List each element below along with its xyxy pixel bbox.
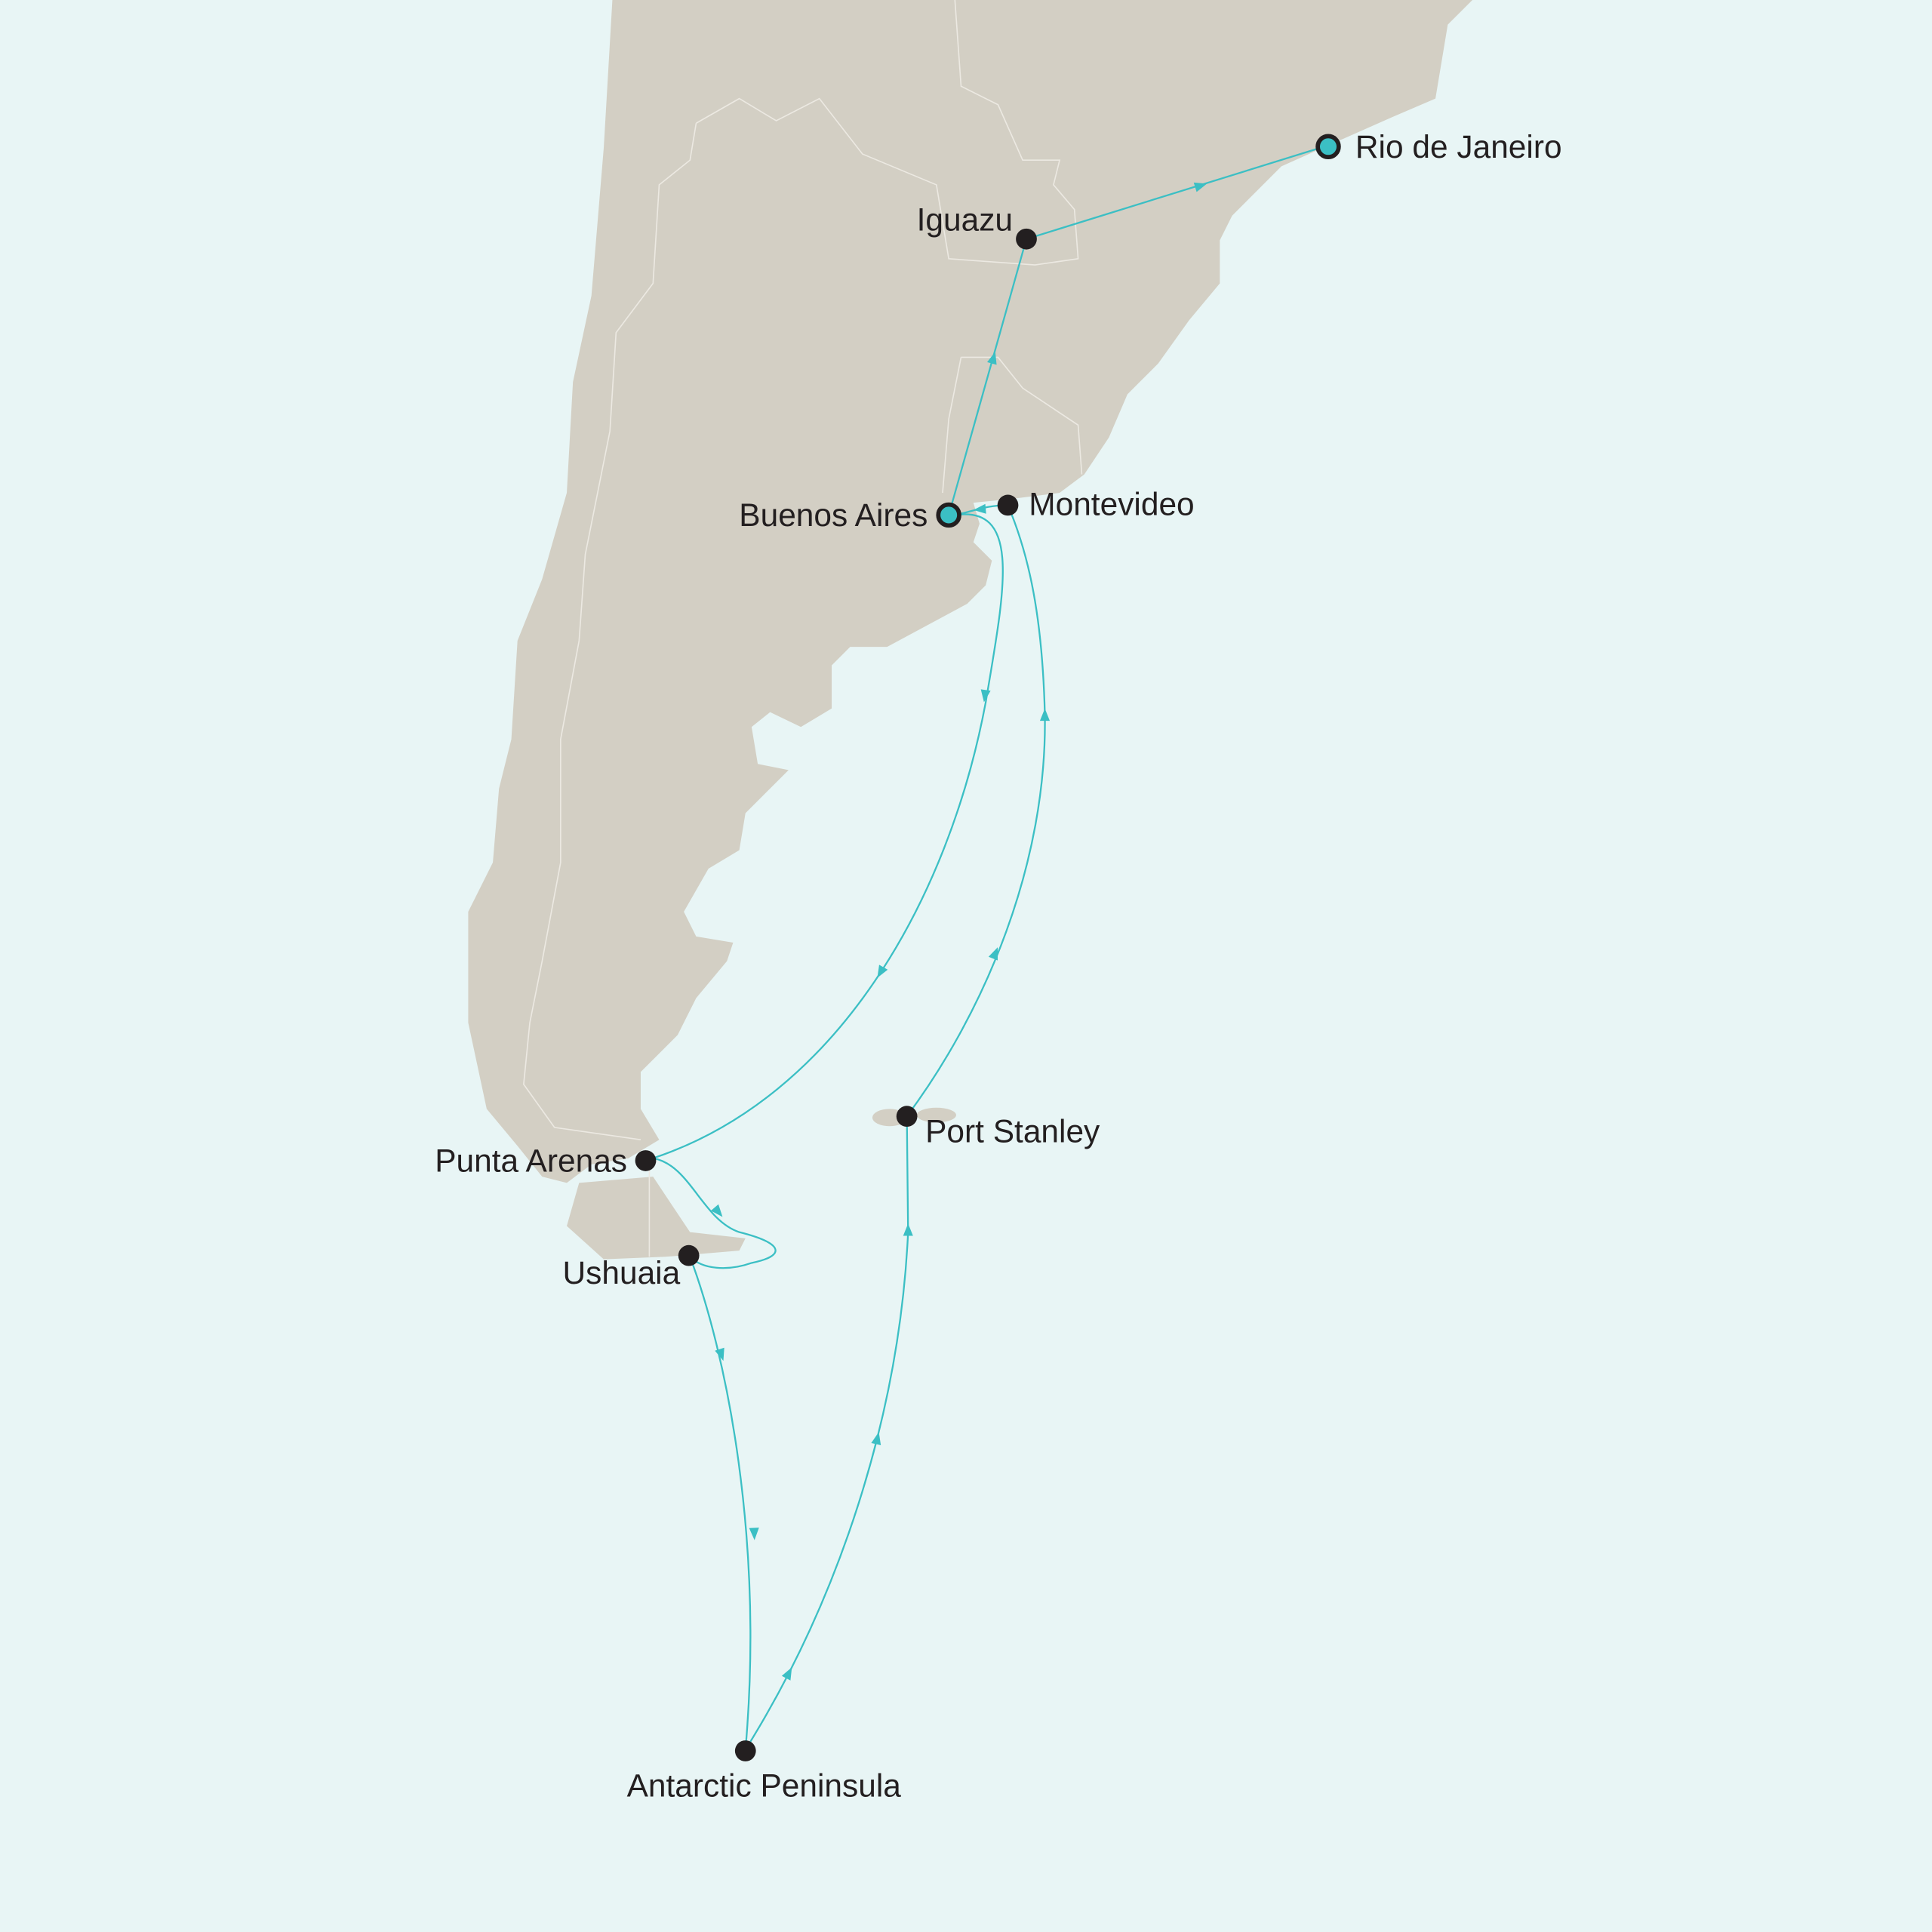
arrow-icon — [871, 1432, 881, 1445]
start-end-marker-icon — [1315, 134, 1341, 160]
stop-marker-icon — [678, 1244, 700, 1266]
arrow-icon — [1039, 708, 1051, 721]
stop-marker-icon — [1016, 228, 1037, 250]
port-label: Ushuaia — [563, 1255, 681, 1291]
stop-marker-icon — [635, 1150, 657, 1171]
arrow-icon — [980, 689, 991, 703]
route-buenos-aires-iguazu — [948, 238, 1028, 515]
routes — [652, 144, 1329, 1750]
stop-marker-icon — [734, 1740, 756, 1761]
port-port-stanley[interactable]: Port Stanley — [896, 1106, 1100, 1149]
route-iguazu-rio — [1026, 144, 1329, 240]
falkland-islands-east — [916, 1107, 956, 1123]
port-montevideo[interactable]: Montevideo — [997, 486, 1195, 521]
stop-marker-icon — [896, 1106, 918, 1128]
port-label: Buenos Aires — [739, 497, 928, 533]
port-iguazu[interactable]: Iguazu — [917, 202, 1037, 250]
arrow-icon — [749, 1527, 759, 1540]
route-buenos-aires-punta-arenas — [652, 513, 1004, 1159]
direction-arrows — [710, 182, 1208, 1681]
arrow-icon — [877, 964, 888, 978]
arrow-icon — [987, 351, 997, 365]
port-label: Montevideo — [1029, 486, 1194, 521]
port-rio-de-janeiro[interactable]: Rio de Janeiro — [1315, 129, 1562, 165]
port-label: Rio de Janeiro — [1355, 129, 1562, 165]
port-label: Port Stanley — [925, 1113, 1100, 1149]
route-antarctic-port-stanley — [744, 1116, 909, 1750]
tierra-del-fuego — [567, 1177, 746, 1260]
south-america — [468, 0, 1473, 1183]
port-label: Antarctic Peninsula — [627, 1767, 902, 1803]
arrow-icon — [988, 947, 998, 961]
arrow-icon — [903, 1223, 913, 1236]
arrow-icon — [973, 503, 986, 514]
port-ushuaia[interactable]: Ushuaia — [563, 1244, 700, 1291]
arrow-icon — [1193, 182, 1208, 192]
port-label: Punta Arenas — [435, 1143, 627, 1179]
port-markers: Rio de Janeiro Iguazu Buenos Aires Monte… — [435, 129, 1561, 1803]
route-ushuaia-antarctic — [689, 1256, 752, 1750]
arrow-icon — [715, 1347, 724, 1361]
port-buenos-aires[interactable]: Buenos Aires — [739, 497, 961, 533]
start-end-marker-icon — [936, 502, 961, 528]
land — [468, 0, 1473, 1260]
borders — [523, 0, 1083, 1257]
route-punta-arenas-ushuaia — [653, 1157, 777, 1269]
port-punta-arenas[interactable]: Punta Arenas — [435, 1143, 657, 1179]
port-label: Iguazu — [917, 202, 1013, 237]
arrow-icon — [710, 1204, 723, 1217]
stop-marker-icon — [997, 494, 1019, 516]
port-antarctic-peninsula[interactable]: Antarctic Peninsula — [627, 1740, 902, 1803]
route-port-stanley-montevideo — [906, 504, 1046, 1117]
arrow-icon — [781, 1667, 792, 1681]
